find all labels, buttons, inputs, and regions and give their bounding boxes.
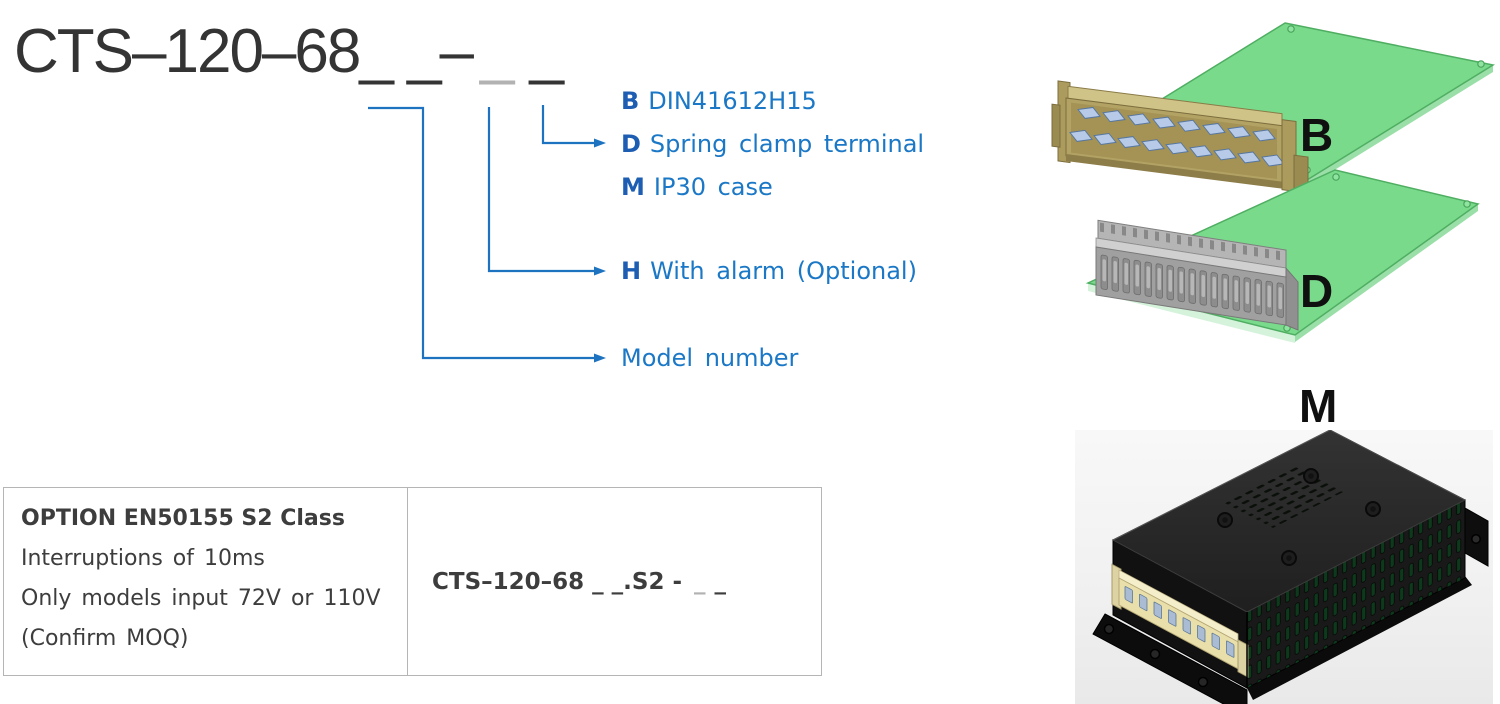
case-flange-bottom-right bbox=[1247, 576, 1472, 700]
pcb-d-hole bbox=[1332, 173, 1340, 181]
option-table-line1: Interruptions of 10ms bbox=[21, 546, 265, 571]
option-code-last-slot: _ bbox=[714, 568, 727, 595]
part-label-d: D bbox=[1300, 265, 1334, 317]
option-table: OPTION EN50155 S2 Class Interruptions of… bbox=[3, 487, 822, 676]
ip30-case-illustration bbox=[1092, 430, 1489, 704]
alarm-option-callout-line bbox=[487, 107, 606, 276]
option-table-line3: (Confirm MOQ) bbox=[21, 626, 189, 651]
connector-option-callout-line bbox=[541, 105, 606, 148]
terminal-block-d bbox=[1095, 219, 1299, 331]
part-label-b: B bbox=[1300, 109, 1334, 161]
case-edge-highlight bbox=[1329, 430, 1466, 501]
option-code-prefix: CTS–120–68 _ _.S2 - bbox=[432, 568, 683, 595]
option-code: CTS–120–68 _ _.S2 - _ _ bbox=[432, 569, 726, 595]
legend-item-b: B DIN41612H15 bbox=[621, 87, 817, 115]
legend-label-b: DIN41612H15 bbox=[648, 87, 817, 115]
legend-code-d: D bbox=[621, 130, 641, 158]
option-code-optional-slot: _ bbox=[694, 568, 706, 595]
part-label-m: M bbox=[1299, 380, 1338, 432]
model-code-last-slot: _ bbox=[529, 17, 565, 86]
legend-label-m: IP30 case bbox=[653, 173, 773, 201]
legend-item-m: M IP30 case bbox=[621, 173, 773, 201]
case-flange-hole bbox=[1471, 534, 1481, 544]
option-table-header: OPTION EN50155 S2 Class bbox=[21, 506, 345, 531]
din-connector-b bbox=[1051, 80, 1309, 194]
legend-code-b: B bbox=[621, 87, 640, 115]
model-code-prefix: CTS–120–68_ _– bbox=[14, 17, 474, 86]
case-terminal-block bbox=[1111, 563, 1249, 678]
legend-label-h: With alarm (Optional) bbox=[650, 257, 917, 285]
pcb-board-b bbox=[1051, 22, 1496, 194]
option-table-description-cell: OPTION EN50155 S2 Class Interruptions of… bbox=[4, 488, 408, 675]
pcb-b-hole bbox=[1287, 25, 1295, 33]
option-table-code-cell: CTS–120–68 _ _.S2 - _ _ bbox=[408, 488, 821, 675]
model-code-optional-slot: _ bbox=[480, 17, 515, 86]
legend-label-model-number: Model number bbox=[621, 344, 799, 372]
legend-code-h: H bbox=[621, 257, 642, 285]
pcb-board-d bbox=[1085, 169, 1480, 343]
case-right-face-vents bbox=[1247, 500, 1465, 688]
legend-item-h: H With alarm (Optional) bbox=[621, 257, 917, 285]
pcb-b-hole bbox=[1477, 60, 1485, 68]
model-code-title: CTS–120–68_ _–__ bbox=[14, 16, 565, 87]
pcb-d-edge-right bbox=[1295, 204, 1478, 342]
legend-item-d: D Spring clamp terminal bbox=[621, 130, 924, 158]
case-flange-hole bbox=[1149, 648, 1161, 660]
case-photo-background bbox=[1075, 430, 1493, 704]
case-flange-hole bbox=[1103, 623, 1115, 635]
legend-code-m: M bbox=[621, 173, 645, 201]
legend-item-model-number: Model number bbox=[621, 344, 798, 372]
case-edge-highlight bbox=[1112, 430, 1331, 541]
pcb-d-hole bbox=[1463, 200, 1471, 208]
case-screws bbox=[1217, 468, 1381, 566]
option-table-line2: Only models input 72V or 110V bbox=[21, 586, 381, 611]
legend-label-d: Spring clamp terminal bbox=[649, 130, 925, 158]
case-flange-hole bbox=[1197, 676, 1209, 688]
model-number-callout-line bbox=[368, 106, 606, 363]
pcb-boards-illustration bbox=[1051, 22, 1496, 343]
pcb-b-edge-right bbox=[1307, 65, 1493, 187]
case-flange-front bbox=[1092, 613, 1248, 704]
